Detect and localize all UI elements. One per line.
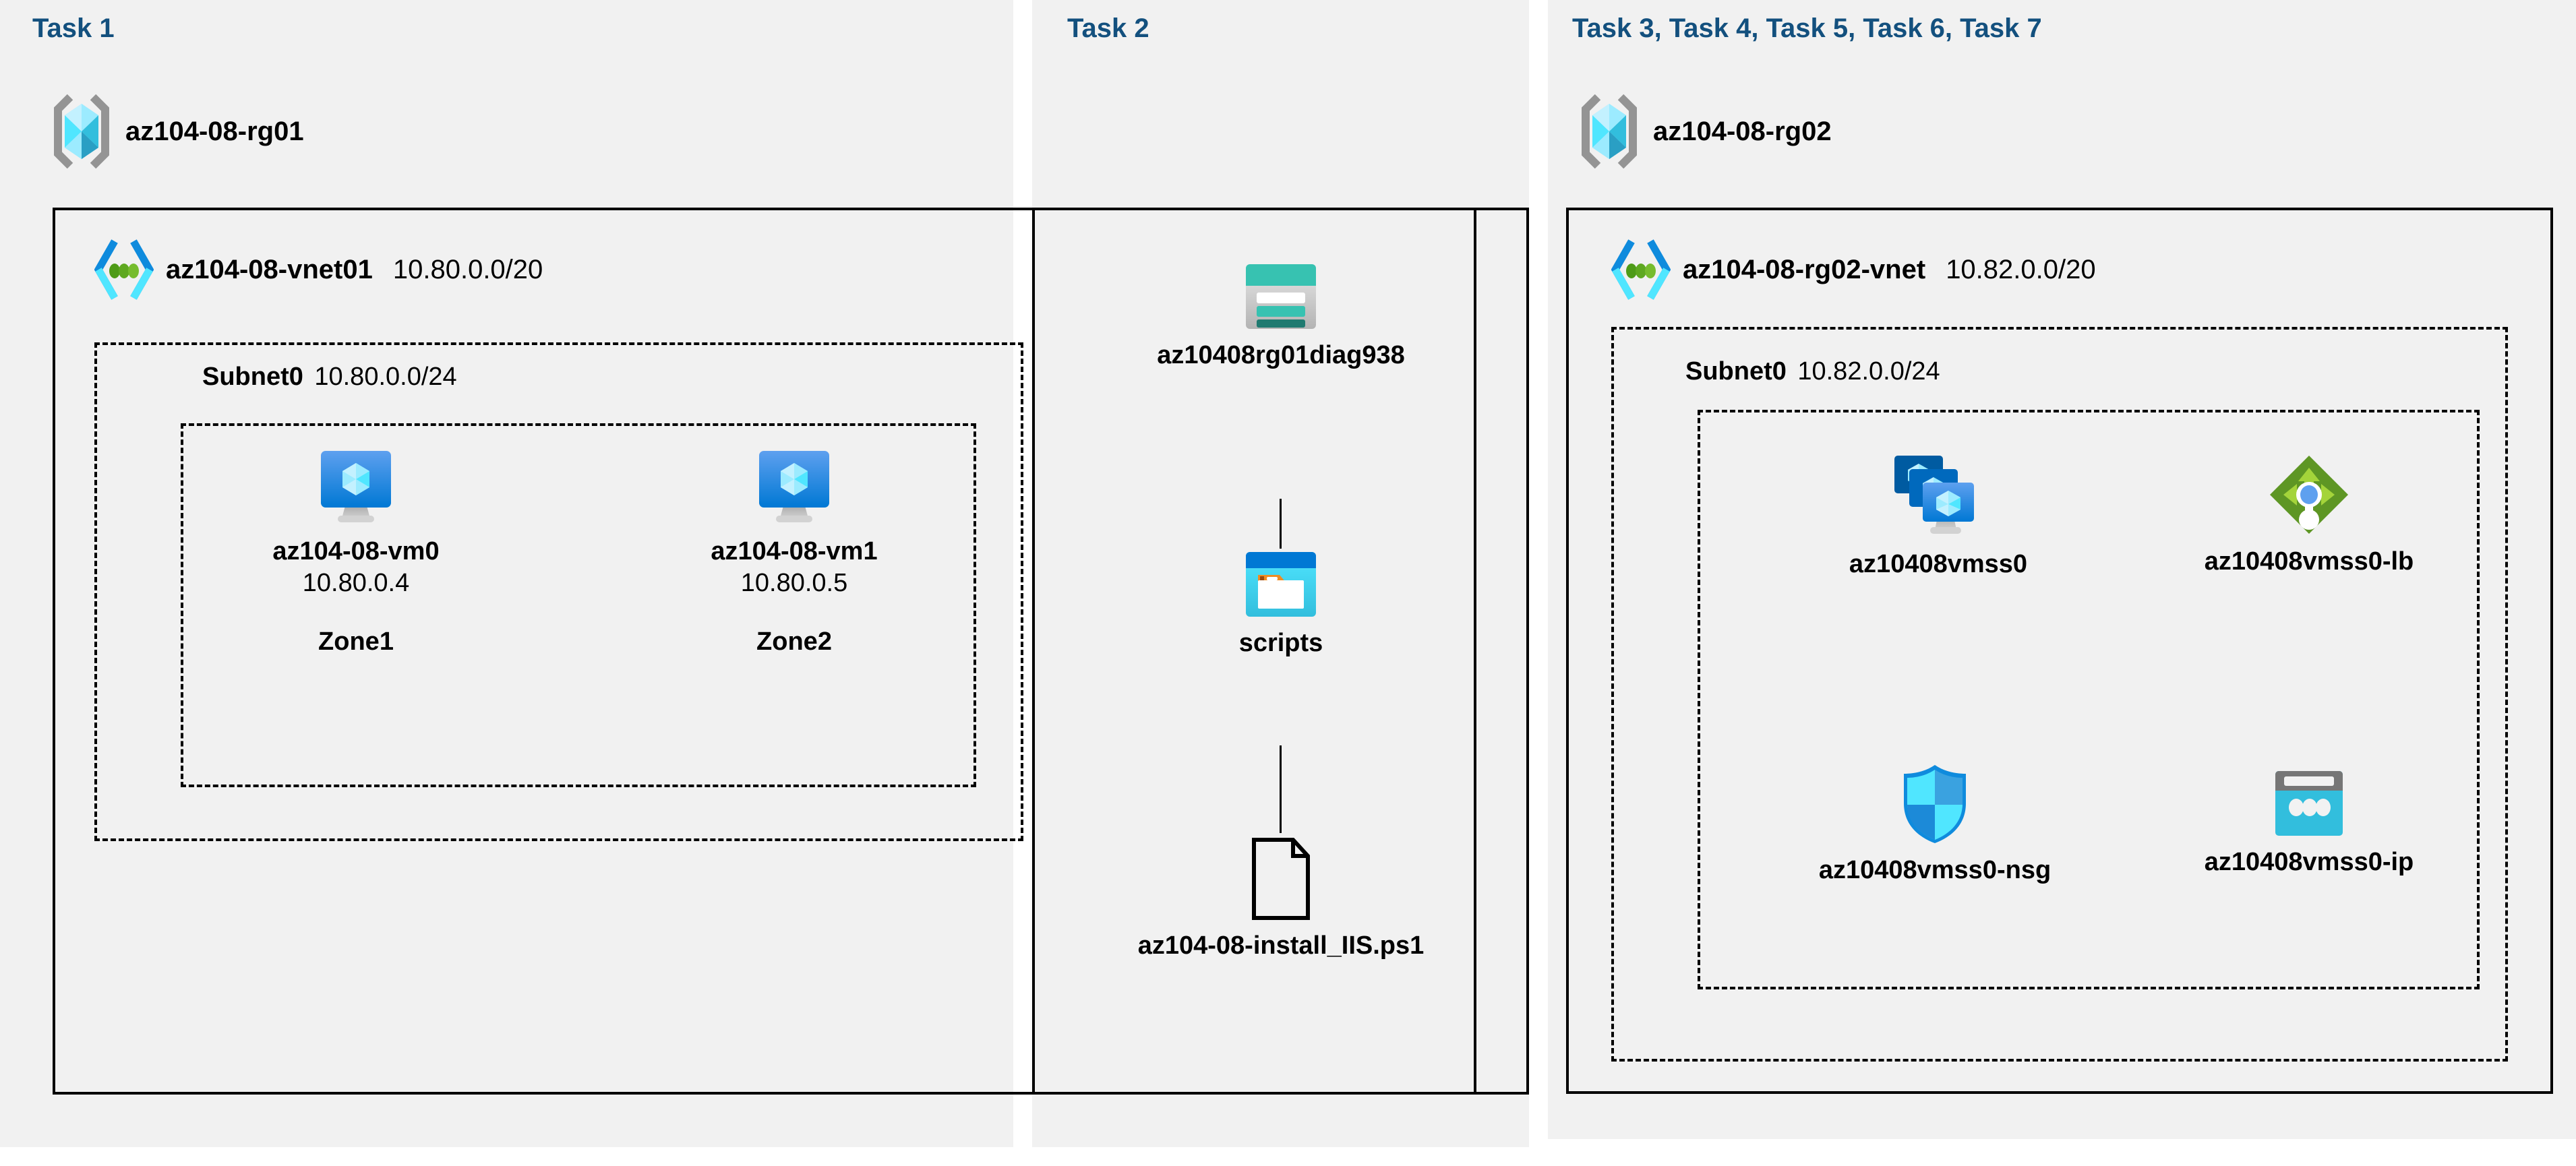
subnet02-boundary [1611, 327, 2508, 1062]
virtual-network-icon [94, 237, 154, 302]
node-ip: 10.80.0.5 [740, 569, 848, 597]
vmss-resources-boundary [1698, 410, 2480, 989]
availability-zones-boundary [181, 423, 976, 787]
task3-header: Task 3, Task 4, Task 5, Task 6, Task 7 [1572, 13, 2042, 43]
node-az104-08-vm0[interactable]: az104-08-vm0 10.80.0.4 Zone1 [214, 448, 498, 656]
subnet02-label-row: Subnet0 10.82.0.0/24 [1685, 357, 1940, 386]
task1-panel [0, 0, 1013, 1147]
vnet02-boundary [1566, 208, 2553, 1094]
load-balancer-icon [2266, 452, 2352, 538]
node-zone: Zone2 [756, 627, 832, 656]
subnet01-label-row: Subnet0 10.80.0.0/24 [202, 363, 457, 392]
subnet02-cidr: 10.82.0.0/24 [1797, 357, 1940, 386]
blob-container-icon [1243, 549, 1319, 619]
task3-panel [1548, 0, 2576, 1139]
connector-line [1280, 499, 1282, 549]
vnet01-name: az104-08-vnet01 [166, 254, 373, 284]
node-az10408vmss0-ip[interactable]: az10408vmss0-ip [2144, 768, 2474, 877]
storage-account-icon [1243, 262, 1319, 332]
node-az10408vmss0-lb[interactable]: az10408vmss0-lb [2157, 452, 2461, 576]
resource-group-label: az104-08-rg01 [125, 116, 304, 146]
vnet01-cidr: 10.80.0.0/20 [392, 254, 543, 284]
node-scripts[interactable]: scripts [1146, 549, 1416, 658]
node-az104-08-install-iis-ps1[interactable]: az104-08-install_IIS.ps1 [1058, 836, 1503, 960]
node-zone: Zone1 [318, 627, 394, 656]
vnet02-cidr: 10.82.0.0/20 [1946, 254, 2096, 284]
node-label: az10408vmss0 [1849, 550, 2028, 578]
resource-group-az104-08-rg02: az104-08-rg02 [1580, 94, 1832, 168]
node-label: scripts [1238, 629, 1323, 657]
public-ip-address-icon [2272, 768, 2346, 838]
subnet01-name: Subnet0 [202, 363, 303, 391]
node-label: az10408vmss0-lb [2204, 547, 2414, 576]
file-icon [1249, 836, 1313, 922]
vnet01-label-row: az104-08-vnet01 10.80.0.0/20 [94, 237, 543, 302]
node-az10408vmss0-nsg[interactable]: az10408vmss0-nsg [1753, 762, 2117, 885]
node-az10408vmss0[interactable]: az10408vmss0 [1780, 452, 2097, 579]
task1-header: Task 1 [32, 13, 115, 43]
task2-header: Task 2 [1067, 13, 1149, 43]
subnet02-name: Subnet0 [1685, 357, 1787, 386]
virtual-network-icon [1611, 237, 1671, 302]
vnet01-boundary [53, 208, 1476, 1095]
node-label: az10408vmss0-nsg [1818, 856, 2051, 884]
node-ip: 10.80.0.4 [302, 569, 410, 597]
subnet01-cidr: 10.80.0.0/24 [314, 363, 457, 391]
resource-group-label: az104-08-rg02 [1653, 116, 1832, 146]
resource-group-icon [1580, 94, 1638, 168]
node-label: az104-08-vm0 [272, 537, 440, 565]
connector-line [1280, 745, 1282, 833]
node-az10408rg01diag938[interactable]: az10408rg01diag938 [1106, 262, 1456, 370]
vm-scale-set-icon [1888, 452, 1989, 541]
virtual-machine-icon [312, 448, 400, 528]
node-az104-08-vm1[interactable]: az104-08-vm1 10.80.0.5 Zone2 [653, 448, 936, 656]
network-security-group-icon [1897, 762, 1973, 847]
virtual-machine-icon [750, 448, 838, 528]
node-label: az10408rg01diag938 [1157, 341, 1405, 369]
resource-group-icon [53, 94, 111, 168]
vnet02-name: az104-08-rg02-vnet [1683, 254, 1926, 284]
vnet02-label-row: az104-08-rg02-vnet 10.82.0.0/20 [1611, 237, 2096, 302]
node-label: az10408vmss0-ip [2204, 848, 2414, 876]
node-label: az104-08-vm1 [711, 537, 878, 565]
node-label: az104-08-install_IIS.ps1 [1137, 931, 1425, 960]
subnet01-boundary [94, 342, 1023, 841]
task2-boundary [1032, 208, 1529, 1095]
resource-group-az104-08-rg01: az104-08-rg01 [53, 94, 304, 168]
